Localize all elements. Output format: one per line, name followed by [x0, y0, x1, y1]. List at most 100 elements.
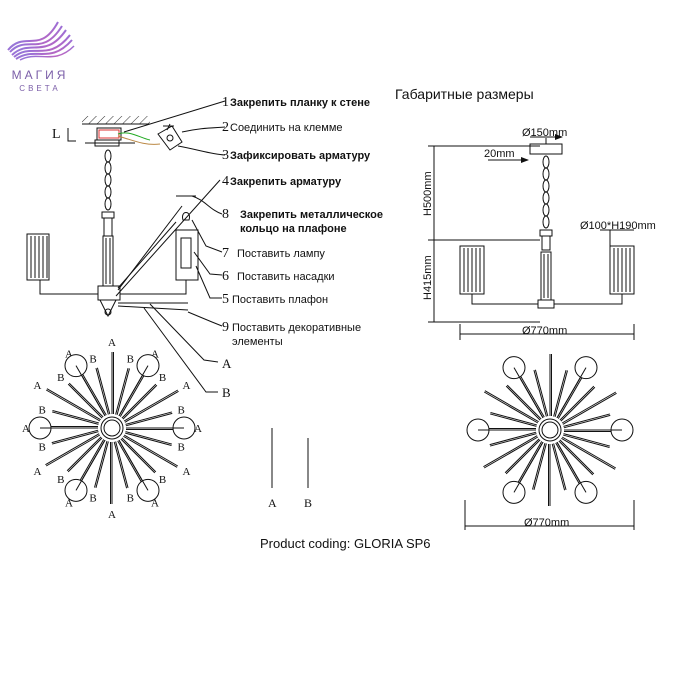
rod-a-letter: A: [194, 423, 202, 435]
rod-b-letter: B: [57, 474, 64, 486]
assembly-drawing: [26, 100, 226, 393]
rod-line: [505, 439, 541, 475]
dim-width-label: Ø770mm: [522, 325, 567, 337]
rod-line-edge: [113, 441, 128, 489]
rod-line-edge: [560, 386, 596, 422]
column-neck: [103, 217, 113, 237]
decor-rod-b: [117, 305, 189, 311]
rod-line: [67, 383, 103, 419]
rod-line-edge: [123, 435, 178, 468]
rod-b-letter: B: [38, 442, 45, 454]
rod-line-edge: [489, 431, 537, 446]
rod-line: [123, 389, 179, 422]
rod-a-letter: A: [34, 466, 42, 478]
top-width-label: Ø770mm: [524, 517, 569, 529]
rod-line-edge: [116, 368, 130, 415]
leader-b: [143, 307, 218, 393]
step-9-number: 9: [222, 320, 229, 335]
rod-line: [51, 431, 99, 445]
lamp-holder: [180, 237, 192, 269]
rod-line-edge: [124, 390, 179, 423]
leader-a: [149, 303, 219, 363]
leader-6: [193, 251, 223, 276]
product-coding: Product coding: GLORIA SP6: [260, 536, 431, 551]
rod-line: [121, 437, 157, 473]
rod-line: [51, 411, 99, 425]
step-8-text-line2: кольцо на плафоне: [240, 223, 347, 235]
dimensions-title: Габаритные размеры: [395, 86, 534, 102]
rod-line-edge: [94, 441, 108, 488]
rod-b-letter: B: [159, 372, 166, 384]
leader-1: [123, 100, 226, 133]
top-width-dimension: [464, 500, 635, 530]
rod-line: [561, 391, 617, 424]
rod-line-edge: [563, 434, 610, 448]
rod-b-letter: B: [159, 474, 166, 486]
ceiling-hatch: [82, 116, 150, 124]
canopy: [94, 139, 120, 147]
rod-line-edge: [554, 370, 568, 417]
left-shade: [26, 233, 50, 281]
bulb-icon: [182, 212, 190, 221]
rod-line: [559, 439, 595, 475]
central-column: [102, 235, 114, 287]
step-7-text: Поставить лампу: [237, 248, 325, 260]
leader-9: [187, 311, 223, 327]
rod-line-edge: [96, 367, 111, 415]
leader-3: [177, 145, 226, 156]
hub-circle: [100, 416, 124, 440]
rod-a-letter: A: [65, 349, 73, 361]
rod-line: [553, 369, 567, 417]
rod-line: [45, 434, 101, 467]
rod-b-letter: B: [89, 493, 96, 505]
step-2-text: Соединить на клемме: [230, 122, 343, 134]
top-view-dimensioned: [466, 353, 634, 507]
wire-green: [117, 132, 151, 141]
rod-b-letter: B: [38, 404, 45, 416]
rod-line: [45, 389, 101, 422]
step-6-number: 6: [222, 269, 229, 284]
left-arm: [39, 280, 98, 295]
rod-a-letter: A: [65, 497, 73, 509]
step-4-number: 4: [222, 174, 229, 189]
plate-highlight: [98, 129, 120, 139]
rod-line: [561, 436, 617, 469]
terminal-block-icon: [157, 123, 183, 151]
dim-shade-label: Ø100*H190mm: [580, 220, 656, 232]
right-arm: [120, 280, 187, 295]
chain: [104, 149, 112, 211]
arm-top-line: [118, 439, 149, 491]
step-6-text: Поставить насадки: [237, 271, 335, 283]
rod-line-edge: [122, 384, 158, 420]
logo-subtitle: СВЕТА: [19, 84, 60, 93]
rod-line: [505, 385, 541, 421]
step-6: 6 Поставить насадки: [222, 269, 335, 284]
leader-7: [191, 219, 223, 253]
logo-name: МАГИЯ: [12, 68, 69, 82]
step-7: 7 Поставить лампу: [222, 246, 325, 261]
rod-a-letter: A: [151, 497, 159, 509]
hub-inner-circle: [103, 419, 121, 437]
bottom-finial: [99, 299, 117, 318]
rod-b-letter: B: [178, 442, 185, 454]
dim-column: [540, 251, 552, 301]
rod-line-edge: [506, 384, 542, 420]
step-8-number: 8: [222, 207, 229, 222]
rod-line: [553, 443, 567, 491]
arm-top-line: [556, 441, 587, 493]
dimension-labels: Ø150mm 20mm H500mm H415mm Ø100*H190mm Ø7…: [422, 127, 656, 337]
rod-a-letter: A: [34, 380, 42, 392]
step-5: 5 Поставить плафон: [222, 292, 328, 307]
step-3-text: Зафиксировать арматуру: [230, 150, 371, 162]
rod-b-letter: B: [127, 353, 134, 365]
leader-4: [115, 179, 221, 297]
wire-brown: [117, 135, 161, 145]
rod-line: [489, 413, 537, 427]
rod-line: [115, 367, 129, 415]
rod-line: [533, 443, 547, 491]
rod-line: [121, 383, 157, 419]
hub-inner-circle: [541, 421, 559, 439]
step-9-text: Поставить декоративные: [232, 322, 361, 334]
